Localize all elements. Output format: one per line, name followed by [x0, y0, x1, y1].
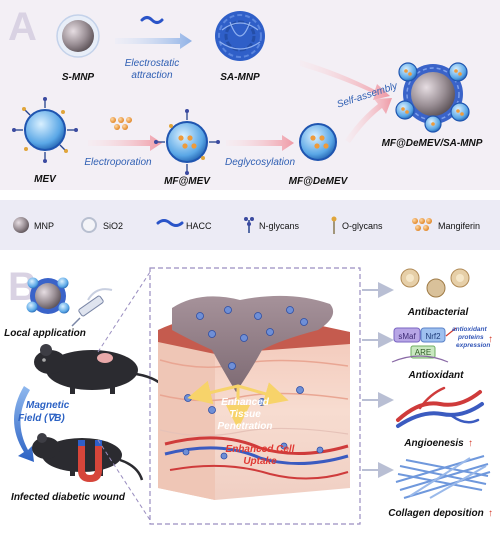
magnetic-label-1: Magnetic — [26, 400, 70, 411]
self-assembly-arrow-lower — [345, 98, 392, 143]
legend-item-mangiferin: Mangiferin — [412, 218, 480, 231]
legend-item-sio2: SiO2 — [81, 217, 123, 233]
wound-dressing — [172, 295, 334, 392]
nrf2-label: Nrf2 — [425, 332, 441, 341]
antioxidant-label: Antioxidant — [408, 370, 465, 381]
mangiferin-icon — [412, 218, 432, 231]
nanoparticles-in-dressing — [182, 306, 324, 460]
mnp-icon — [13, 217, 29, 233]
sio2-icon — [81, 217, 97, 233]
applied-nanocomposite — [26, 277, 70, 314]
s-mnp-particle — [56, 14, 100, 58]
collagen-up-arrow: ↑ — [488, 508, 493, 519]
penetration-arrows — [187, 380, 289, 429]
sa-mnp-label: SA-MNP — [220, 72, 260, 83]
legend-label: SiO2 — [103, 221, 123, 231]
are-label: ARE — [415, 348, 431, 357]
panel-a-letter: A — [8, 5, 37, 49]
bacteria-icon — [400, 268, 470, 298]
antiox-note-2: proteins — [457, 334, 484, 341]
mf-mev-label: MF@MEV — [164, 176, 211, 187]
electroporation-arrow — [88, 135, 162, 151]
antibacterial-label: Antibacterial — [407, 307, 469, 318]
syringe-icon — [71, 288, 113, 327]
s-mnp-label: S-MNP — [62, 72, 95, 83]
mev-vesicle — [12, 97, 78, 163]
wound-zoom-box — [149, 267, 361, 525]
legend-item-mnp: MNP — [13, 217, 54, 233]
electrostatic-label-1: Electrostatic — [125, 58, 179, 69]
final-nanocomposite — [395, 62, 470, 133]
mouse-bottom-icon — [32, 433, 144, 481]
antiox-up-arrow: ↑ — [488, 334, 493, 345]
mf-demev-vesicle — [299, 123, 337, 161]
legend-label: O-glycans — [342, 221, 383, 231]
antiox-note-3: expression — [456, 342, 490, 349]
electrostatic-label-2: attraction — [131, 70, 173, 81]
mev-label: MEV — [34, 174, 57, 185]
enhanced-cell-label-2: Uptake — [243, 456, 277, 467]
legend-label: N-glycans — [259, 221, 300, 231]
infected-wound-label: Infected diabetic wound — [11, 492, 126, 503]
enhanced-cell-label-1: Enhanced Cell — [226, 444, 295, 455]
collagen-mesh-icon — [395, 455, 491, 499]
legend-label: MNP — [34, 221, 54, 231]
magnet-icon — [78, 440, 102, 482]
deglycosylation-arrow — [226, 135, 294, 151]
local-application-label: Local application — [4, 328, 86, 339]
deglycosylation-label: Deglycosylation — [225, 157, 295, 168]
connector-line — [97, 271, 151, 353]
electroporation-label: Electroporation — [84, 157, 152, 168]
mouse-top-icon — [34, 344, 170, 394]
self-assembly-arrow-upper — [300, 60, 390, 100]
mf-mev-vesicle — [154, 109, 220, 175]
mangiferin-cluster-icon — [110, 117, 132, 130]
angio-up-arrow: ↑ — [468, 438, 473, 449]
collagen-label: Collagen deposition — [388, 508, 484, 519]
outcome-arrows — [362, 282, 394, 478]
final-label: MF@DeMEV/SA-MNP — [382, 138, 483, 149]
angiogenesis-label: Angioenesis — [403, 438, 464, 449]
legend-label: Mangiferin — [438, 221, 480, 231]
o-glycan-icon — [331, 216, 337, 234]
legend-item-hacc: HACC — [156, 219, 212, 231]
legend-item-n-glycans: N-glycans — [244, 217, 300, 233]
n-glycan-icon — [244, 217, 254, 233]
smaf-label: sMaf — [398, 332, 416, 341]
enhanced-tissue-label-1: Enhanced — [221, 397, 270, 408]
enhanced-tissue-label-2: Tissue — [229, 409, 261, 420]
nrf2-pathway-icon — [391, 327, 457, 363]
magnetic-field-arrow — [14, 386, 34, 462]
electrostatic-arrow — [115, 33, 192, 49]
magnetic-label-2: Field (∇B) — [18, 413, 65, 424]
legend-label: HACC — [186, 221, 212, 231]
mf-demev-label: MF@DeMEV — [289, 176, 349, 187]
connector-line — [97, 439, 151, 521]
hacc-squiggle-icon — [140, 16, 164, 24]
enhanced-tissue-label-3: Penetration — [217, 421, 272, 432]
hacc-icon — [156, 219, 184, 227]
legend-item-o-glycans: O-glycans — [331, 216, 383, 234]
blood-vessels-icon — [396, 386, 484, 428]
sa-mnp-particle — [215, 11, 265, 61]
antiox-note-1: antioxidant — [452, 326, 488, 333]
